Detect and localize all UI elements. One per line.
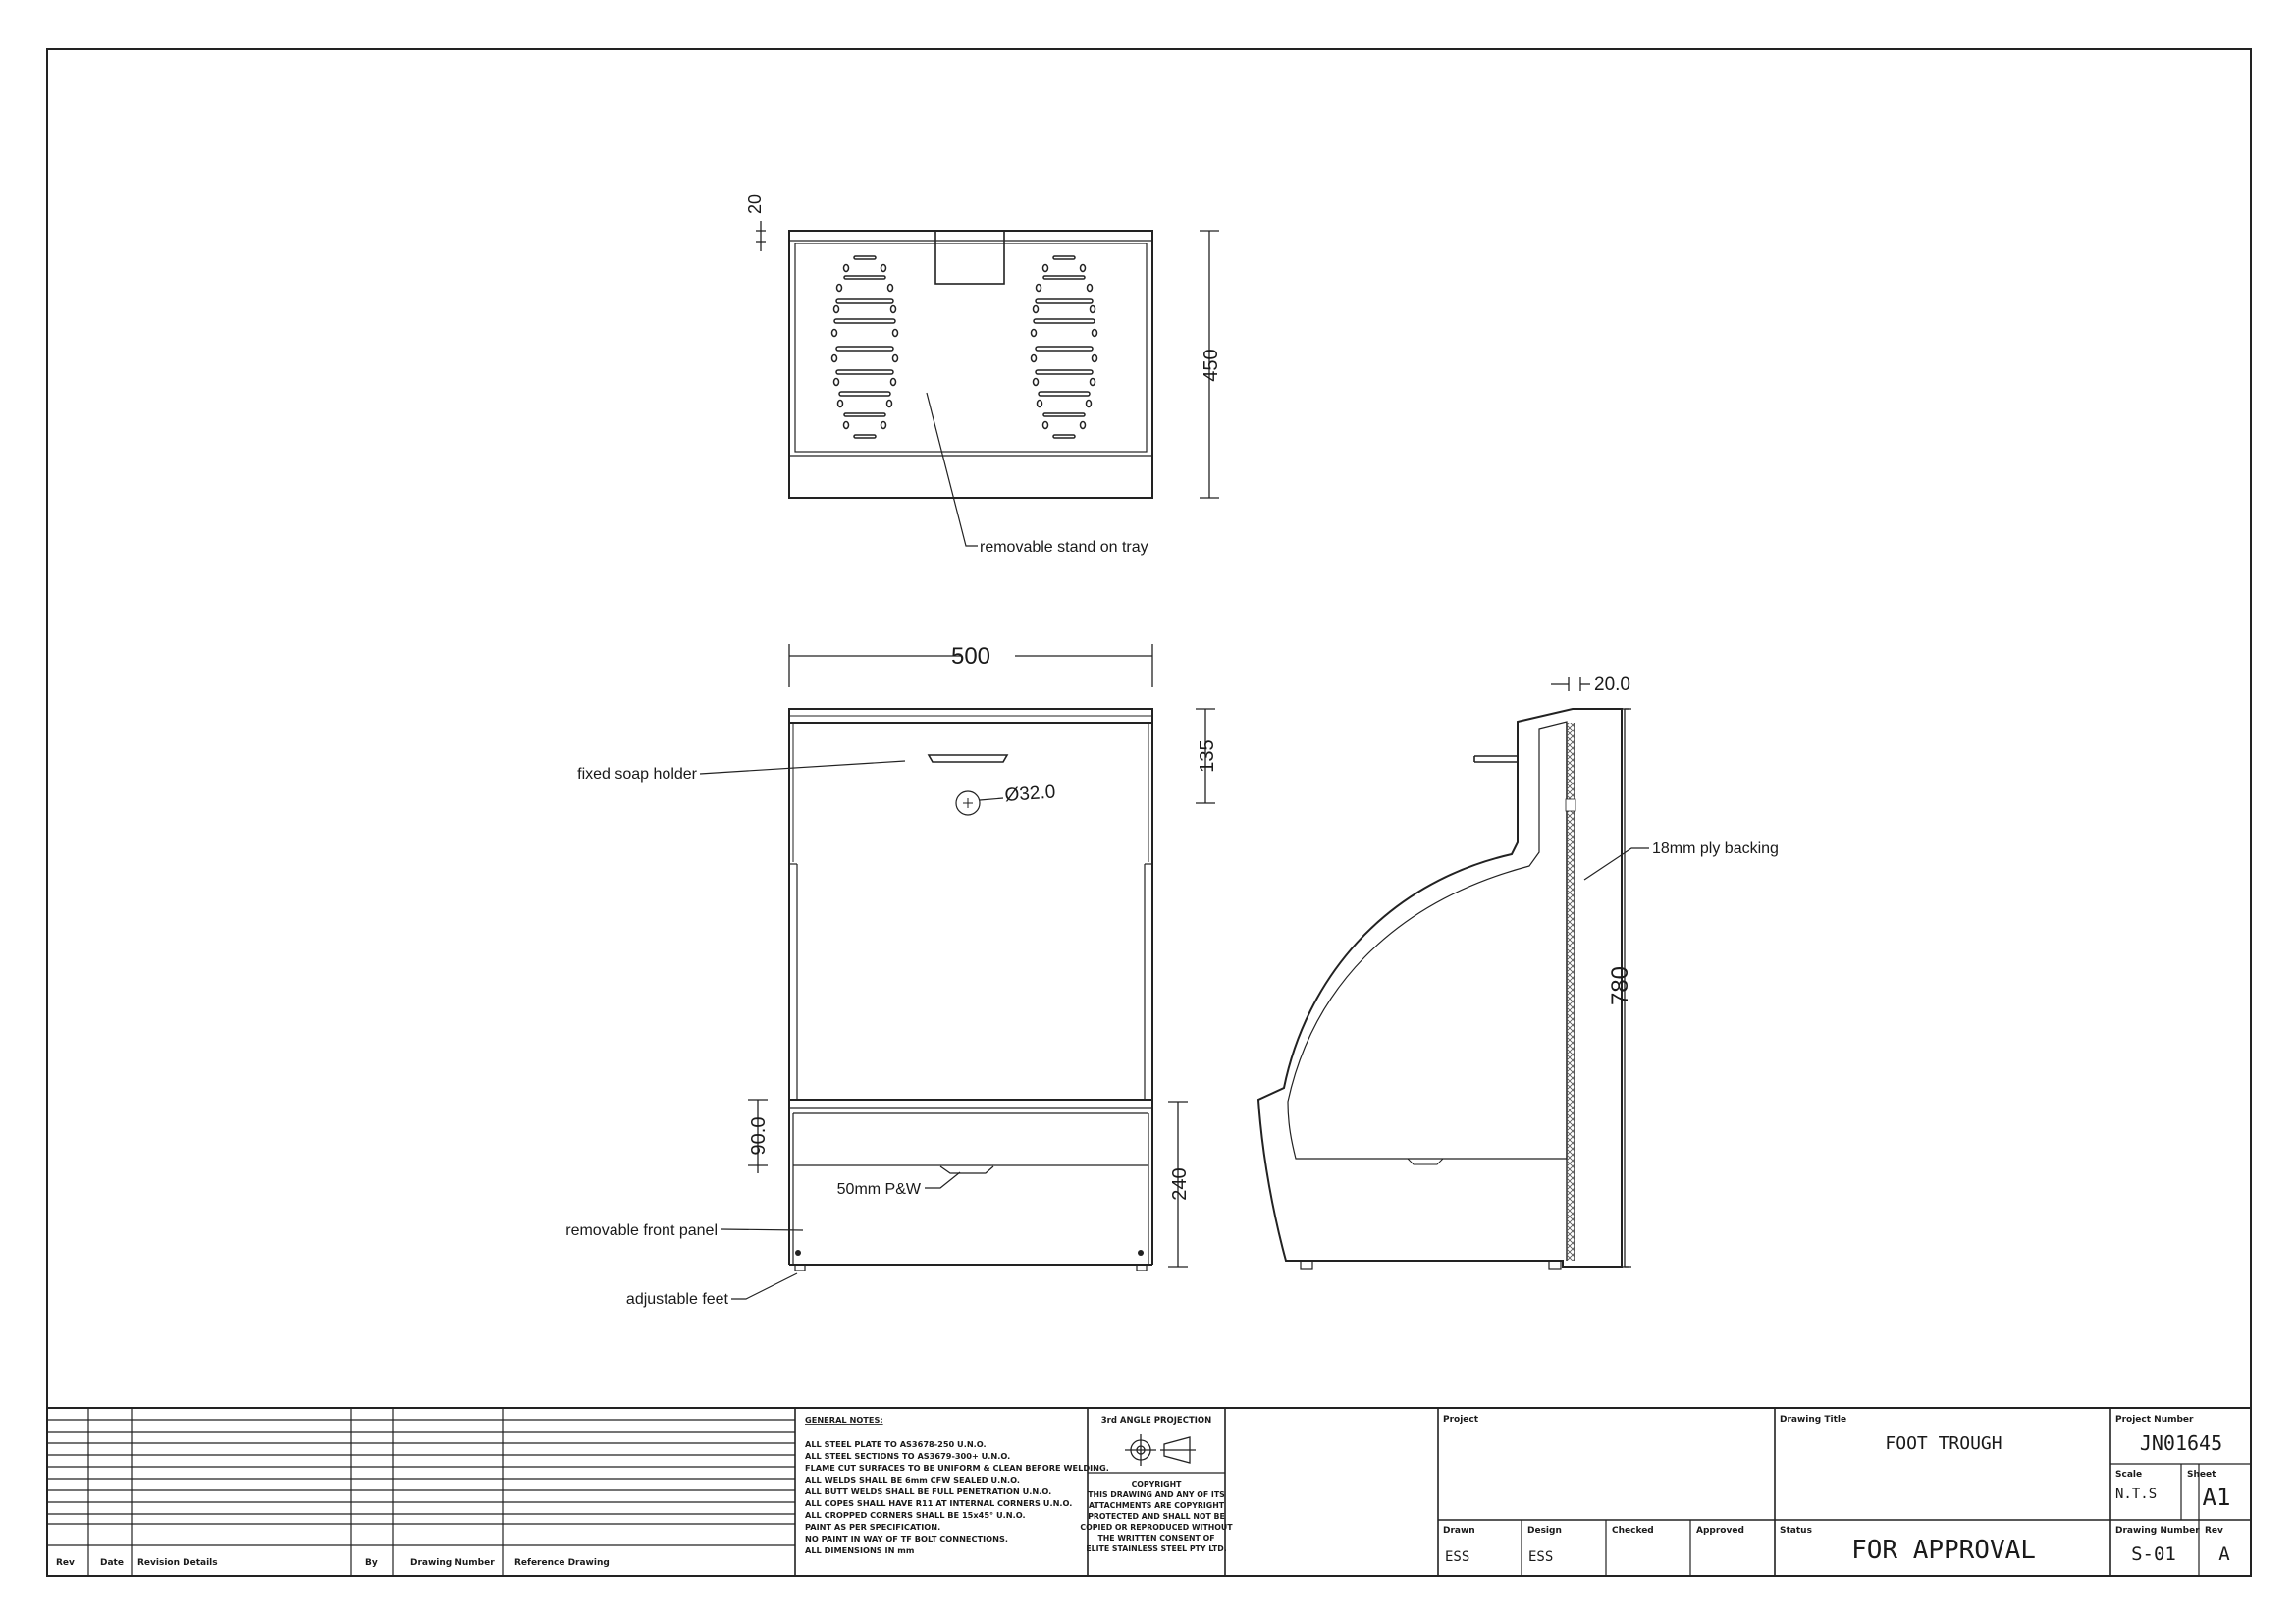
- general-notes-title: GENERAL NOTES:: [805, 1415, 883, 1425]
- title-block-labels: Project Drawing Title Project Number Sca…: [1443, 1415, 2223, 1536]
- cutout-hole: [955, 790, 981, 816]
- label-ply-backing: 18mm ply backing: [1652, 840, 1779, 857]
- header-reference-drawing: Reference Drawing: [514, 1558, 610, 1568]
- drawing-number-value: S-01: [2131, 1543, 2176, 1565]
- note-line: ALL STEEL PLATE TO AS3678-250 U.N.O.: [805, 1439, 987, 1449]
- revision-table: [47, 1408, 795, 1576]
- design-value: ESS: [1528, 1549, 1553, 1565]
- dim-dia-32: Ø32.0: [1004, 782, 1056, 806]
- leader-soap-holder: [699, 760, 906, 775]
- header-date: Date: [100, 1558, 124, 1568]
- copyright-line: ELITE STAINLESS STEEL PTY LTD.: [1086, 1544, 1226, 1553]
- dim-450: 450: [1201, 349, 1222, 381]
- header-drawing-number: Drawing Number: [410, 1558, 495, 1568]
- header-rev: Rev: [56, 1558, 75, 1568]
- note-line: ALL CROPPED CORNERS SHALL BE 15x45° U.N.…: [805, 1510, 1026, 1520]
- label-removable-front-panel: removable front panel: [565, 1222, 718, 1239]
- side-view-dimensions: [1551, 677, 1631, 1268]
- label-adjustable-feet: adjustable feet: [626, 1291, 729, 1308]
- design-label: Design: [1527, 1526, 1562, 1536]
- leader-removable-stand: [926, 392, 978, 547]
- header-revision-details: Revision Details: [137, 1558, 218, 1568]
- project-number: JN01645: [2140, 1432, 2222, 1455]
- general-notes: GENERAL NOTES: ALL STEEL PLATE TO AS3678…: [805, 1415, 1109, 1555]
- dim-500: 500: [951, 643, 990, 670]
- top-view-dimensions: [756, 221, 1219, 499]
- note-line: ALL DIMENSIONS IN mm: [805, 1545, 914, 1555]
- approved-label: Approved: [1696, 1526, 1744, 1536]
- copyright-line: THE WRITTEN CONSENT OF: [1097, 1534, 1214, 1542]
- copyright-line: PROTECTED AND SHALL NOT BE: [1088, 1512, 1225, 1521]
- status-value: FOR APPROVAL: [1851, 1536, 2036, 1565]
- drawing-number-label: Drawing Number: [2115, 1526, 2200, 1536]
- dim-20-top: 20: [745, 194, 765, 214]
- label-fixed-soap-holder: fixed soap holder: [577, 766, 698, 783]
- checked-label: Checked: [1612, 1526, 1654, 1536]
- rev-label: Rev: [2205, 1526, 2223, 1536]
- leader-pw: [925, 1171, 961, 1189]
- drawing-title-label: Drawing Title: [1780, 1415, 1846, 1425]
- copyright-line: THIS DRAWING AND ANY OF ITS: [1088, 1490, 1225, 1499]
- front-foot-right: [1138, 1250, 1144, 1256]
- note-line: ALL WELDS SHALL BE 6mm CFW SEALED U.N.O.: [805, 1475, 1020, 1485]
- ply-backing-hatch: [1567, 723, 1575, 1261]
- front-foot-left: [795, 1250, 801, 1256]
- leader-ply-backing: [1583, 847, 1649, 881]
- note-line: NO PAINT IN WAY OF TF BOLT CONNECTIONS.: [805, 1534, 1008, 1543]
- copyright-notice: COPYRIGHT THIS DRAWING AND ANY OF ITS AT…: [1080, 1480, 1233, 1553]
- scale-label: Scale: [2115, 1470, 2142, 1480]
- dim-135: 135: [1197, 739, 1218, 772]
- leader-hole: [979, 797, 1004, 801]
- note-line: PAINT AS PER SPECIFICATION.: [805, 1522, 940, 1532]
- status-label: Status: [1780, 1526, 1812, 1536]
- note-line: ALL COPES SHALL HAVE R11 AT INTERNAL COR…: [805, 1498, 1072, 1508]
- drawing-title: FOOT TROUGH: [1885, 1434, 2002, 1454]
- copyright-line: COPIED OR REPRODUCED WITHOUT: [1080, 1523, 1233, 1532]
- front-view-dimensions: [748, 644, 1215, 1268]
- top-view: [788, 230, 1153, 499]
- header-by: By: [365, 1558, 378, 1568]
- title-block: [47, 1407, 2251, 1576]
- third-angle-projection-icon: [1125, 1434, 1196, 1466]
- label-pw: 50mm P&W: [837, 1181, 922, 1198]
- right-foot-pad: [1030, 255, 1098, 439]
- revision-headers: Rev Date Revision Details By Drawing Num…: [56, 1558, 610, 1568]
- drawn-label: Drawn: [1443, 1526, 1475, 1536]
- copyright-title: COPYRIGHT: [1132, 1480, 1183, 1488]
- dim-240: 240: [1169, 1167, 1191, 1200]
- sheet-border: [46, 48, 2252, 1577]
- dim-780: 780: [1607, 966, 1633, 1005]
- rev-value: A: [2218, 1543, 2230, 1565]
- projection-label: 3rd ANGLE PROJECTION: [1101, 1416, 1212, 1426]
- front-view: [788, 708, 1153, 1271]
- left-foot-pad: [830, 255, 899, 439]
- leader-feet: [731, 1272, 798, 1300]
- scale-value: N.T.S: [2115, 1487, 2157, 1502]
- project-number-label: Project Number: [2115, 1415, 2194, 1425]
- drawn-value: ESS: [1445, 1549, 1469, 1565]
- leader-front-panel: [720, 1228, 804, 1231]
- copyright-line: ATTACHMENTS ARE COPYRIGHT: [1089, 1501, 1225, 1510]
- project-label: Project: [1443, 1415, 1479, 1425]
- note-line: FLAME CUT SURFACES TO BE UNIFORM & CLEAN…: [805, 1463, 1109, 1473]
- label-removable-stand: removable stand on tray: [980, 539, 1148, 556]
- dim-20-side: 20.0: [1594, 675, 1630, 695]
- note-line: ALL BUTT WELDS SHALL BE FULL PENETRATION…: [805, 1487, 1051, 1496]
- sheet-label: Sheet: [2187, 1470, 2216, 1480]
- dim-90: 90.0: [748, 1117, 770, 1156]
- note-line: ALL STEEL SECTIONS TO AS3679-300+ U.N.O.: [805, 1451, 1010, 1461]
- sheet-value: A1: [2203, 1484, 2231, 1511]
- ply-backing-gap: [1565, 798, 1576, 812]
